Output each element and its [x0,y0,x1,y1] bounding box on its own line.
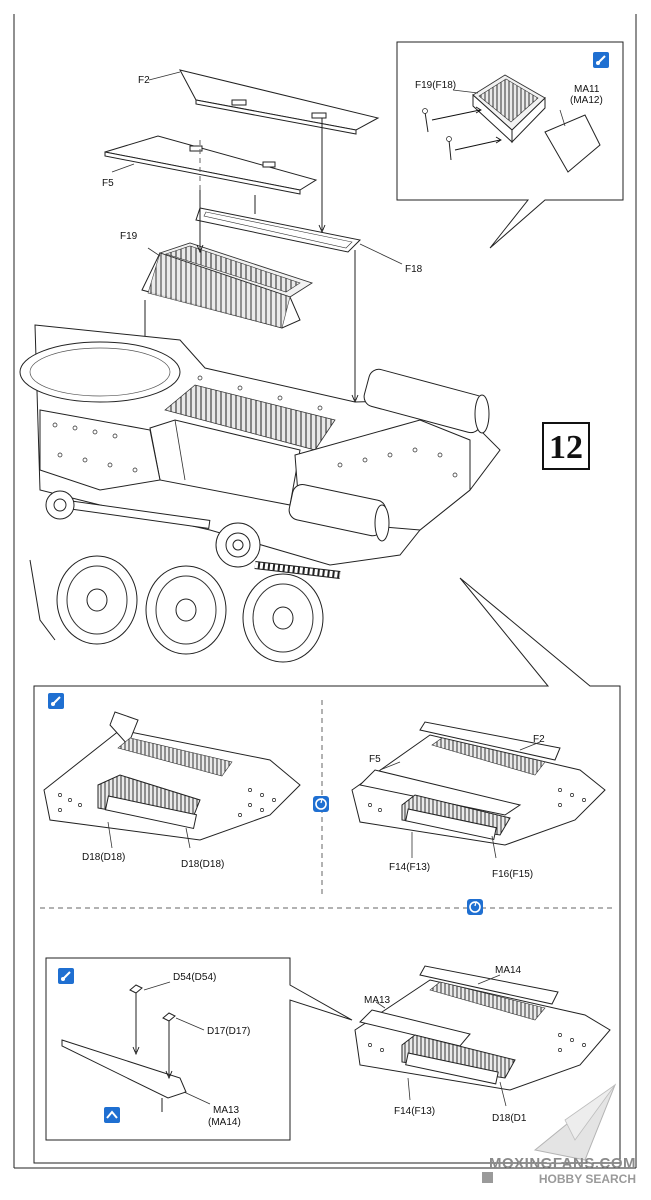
detail-panel: D18(D18) D18(D18) F2 F5 F14(F13) F16(F15… [33,577,621,1164]
label-d18-left-a: D18(D18) [82,852,125,863]
glue-icon [48,693,64,709]
ma11-plate [544,109,601,173]
rivets-right [368,788,586,812]
label-f19: F19 [120,231,138,242]
tank-hull [19,324,501,566]
road-wheels [29,555,324,663]
inset-grille-part [472,74,546,144]
road-wheel-2 [145,565,227,655]
glue-icon [593,52,609,68]
bend-up-icon [104,1107,120,1123]
rivets-bottom-right [368,1033,586,1052]
rivets-left [58,788,276,817]
label-ma14-inset: (MA14) [208,1117,241,1128]
glue-icon [58,968,74,984]
inset-label-ma11: MA11 [574,84,600,95]
label-f14-bottom: F14(F13) [394,1106,435,1117]
exhaust-cylinder-side [288,483,390,542]
paper-plane-logo [533,1083,617,1161]
suspension [45,490,341,579]
label-f2-detail: F2 [533,734,545,745]
label-f5-detail: F5 [369,754,381,765]
bottom-inset [45,957,353,1141]
alternative-icon [313,796,329,812]
label-d18-bottom: D18(D1 [492,1113,527,1124]
d54-part [129,984,143,1056]
label-f16-detail: F16(F15) [492,869,533,880]
watermark-line1: MOXINGFANS.COM [489,1155,636,1172]
step-number-box: 12 [542,422,590,470]
inset-pins [422,106,502,161]
exhaust-cylinder-rear [363,368,490,434]
label-d18-left-b: D18(D18) [181,859,224,870]
watermark: MOXINGFANS.COM HOBBY SEARCH [482,1083,636,1186]
part-f19 [141,242,314,329]
page-frame [13,14,637,1169]
label-d54: D54(D54) [173,972,216,983]
inset-label-f19: F19(F18) [415,80,456,91]
label-f14-detail: F14(F13) [389,862,430,873]
part-f18 [195,195,403,265]
label-d17: D17(D17) [207,1026,250,1037]
watermark-line2: HOBBY SEARCH [539,1172,636,1186]
label-ma13-inset: MA13 [213,1105,240,1116]
detail-right-view [351,721,606,859]
part-f2 [148,69,380,135]
step-number: 12 [549,429,583,466]
hobby-search-logo [482,1172,493,1183]
road-wheel-1 [56,555,138,645]
detail-bottom-right-view [354,965,611,1107]
top-inset: F19(F18) MA11 (MA12) [396,41,624,249]
detail-left-view [43,711,301,849]
hull-rivets [52,375,458,478]
label-f18: F18 [405,264,423,275]
road-wheel-3 [242,573,324,663]
part-f5 [104,135,318,195]
inset-label-ma12: (MA12) [570,95,603,106]
label-ma13-bottom: MA13 [364,995,391,1006]
d17-part [162,1012,176,1080]
label-f2: F2 [138,75,150,86]
label-ma14-bottom: MA14 [495,965,522,976]
alternative-icon [467,899,483,915]
label-f5: F5 [102,178,114,189]
